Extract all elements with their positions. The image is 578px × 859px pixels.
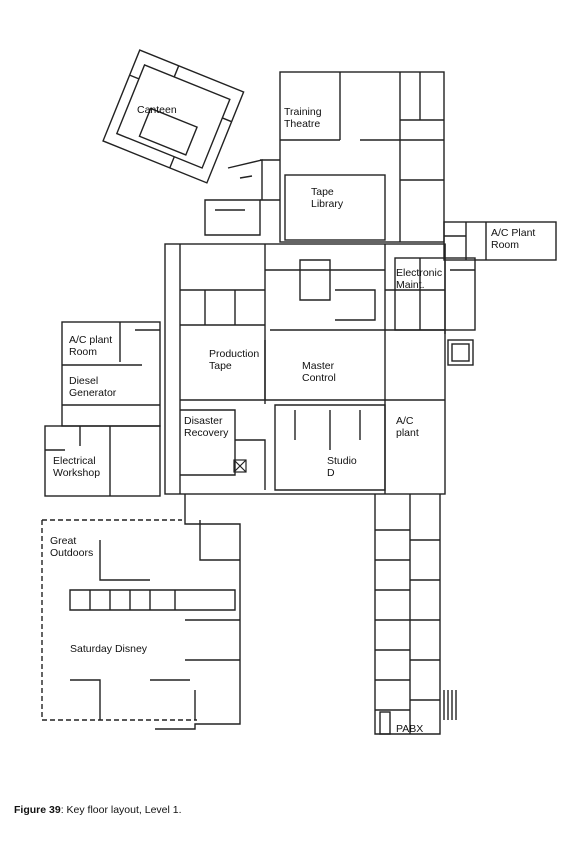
room-label-studio-d: Studio D [327,455,357,479]
room-label-electrical-workshop: Electrical Workshop [53,455,101,479]
room-label-diesel-generator: Diesel Generator [69,375,117,399]
room-label-canteen: Canteen [137,104,177,116]
room-label-pabx: PABX [396,723,424,735]
room-label-production-tape: Production Tape [209,348,260,372]
north-block [204,71,445,243]
figure-caption: Figure 39: Key floor layout, Level 1. [14,804,182,816]
figure-caption-label: Figure 39 [14,804,61,816]
room-label-electronic-maint: Electronic Maint. [396,267,443,291]
ac-plant-room-east-building [443,221,557,261]
room-label-ac-plant-room-west: A/C plant Room [69,334,113,358]
floor-plan [41,49,557,735]
room-label-saturday-disney: Saturday Disney [70,643,148,655]
room-label-tape-library: Tape Library [311,186,344,210]
room-label-disaster-recovery: Disaster Recovery [184,415,229,439]
main-block [164,243,476,495]
room-label-master-control: Master Control [302,360,336,384]
room-label-great-outdoors: Great Outdoors [50,535,94,559]
room-label-training-theatre: Training Theatre [284,106,322,130]
south-west-block [41,494,241,730]
room-label-ac-plant-room-east: A/C Plant Room [491,227,536,251]
canteen-building [102,49,245,184]
figure-caption-text: : Key floor layout, Level 1. [60,804,182,816]
west-annex [44,321,161,497]
room-label-ac-plant: A/C plant [396,415,419,439]
east-wing [374,494,457,735]
